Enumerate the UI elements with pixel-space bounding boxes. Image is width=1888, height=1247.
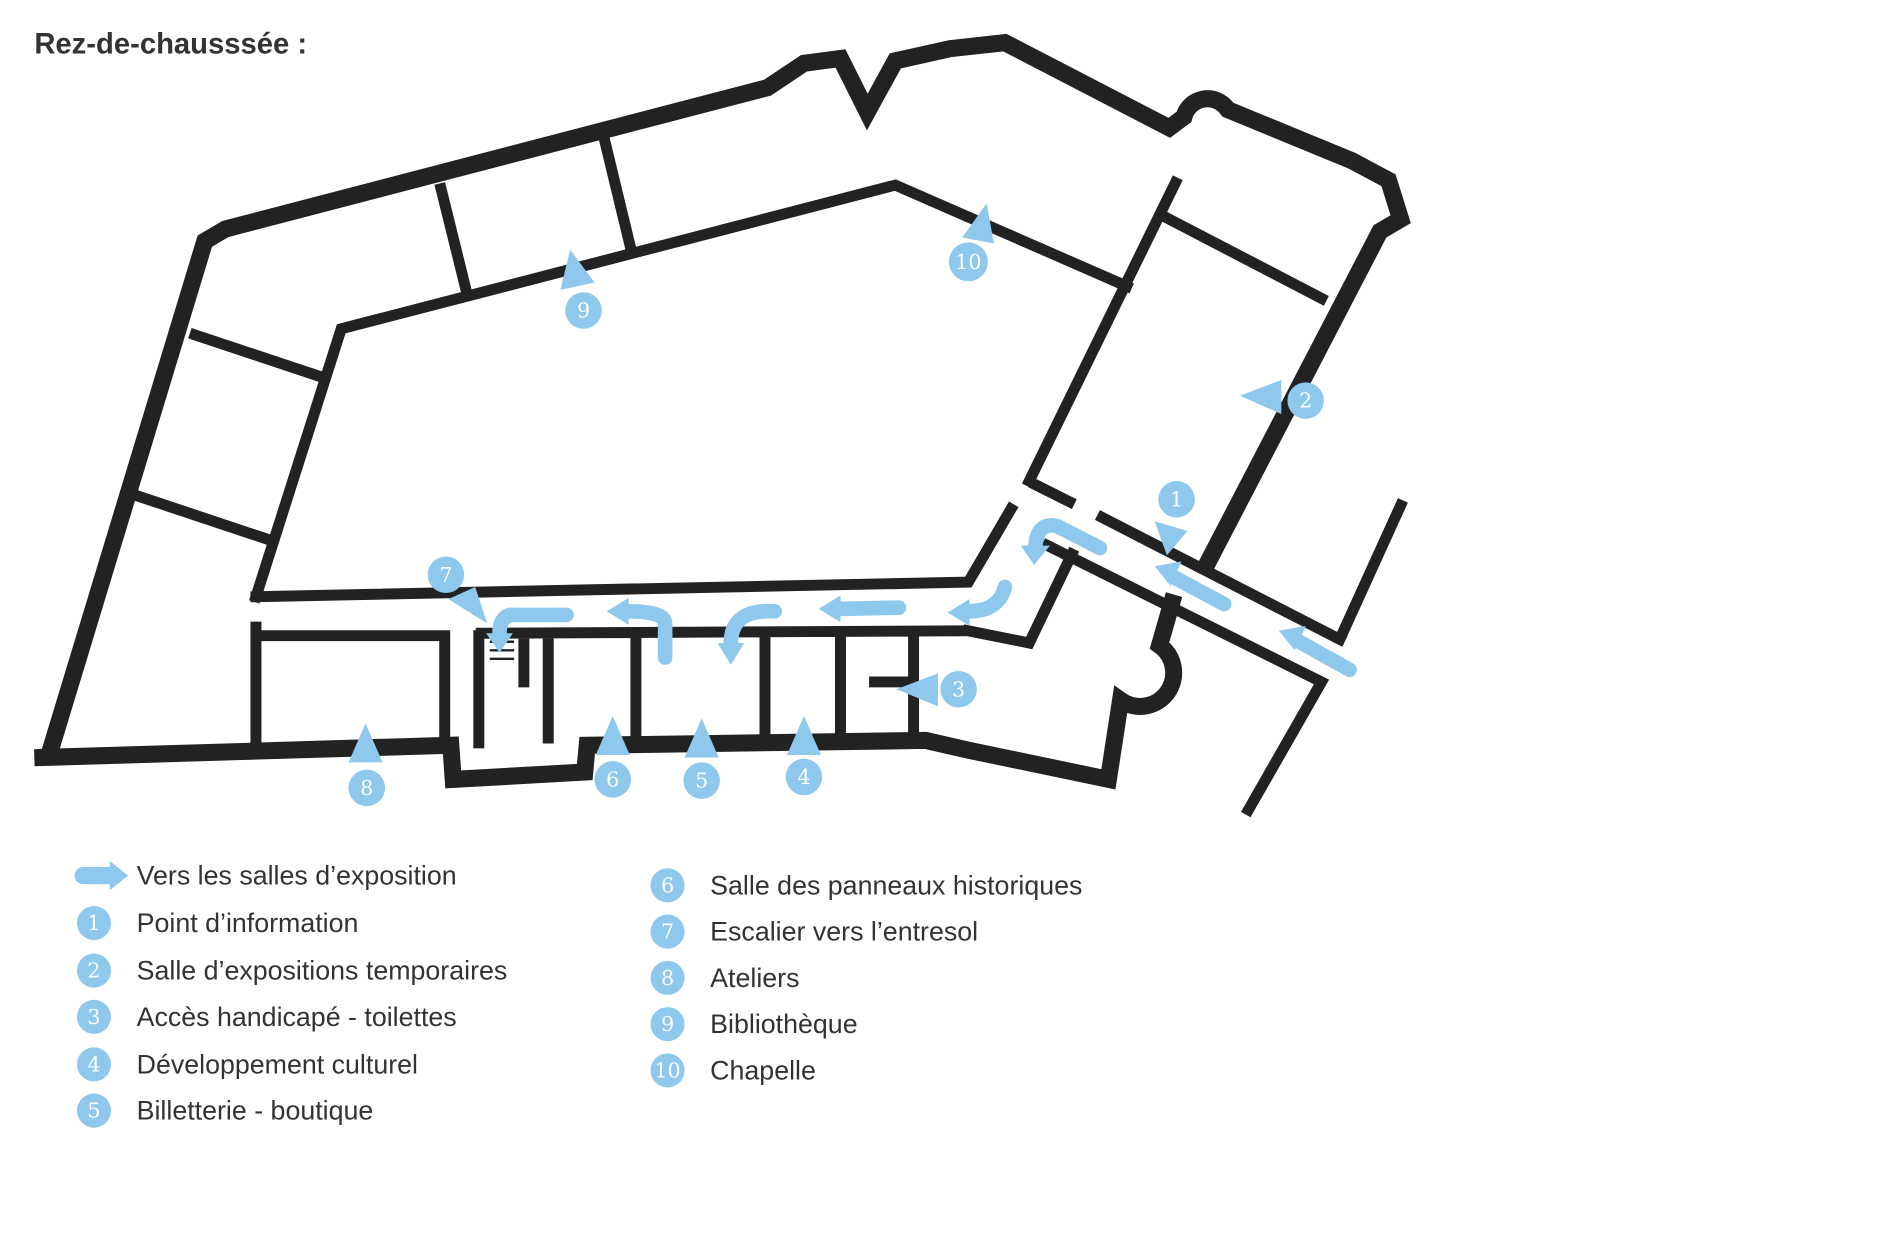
- flow-arrow-head: [1154, 561, 1182, 586]
- marker-1[interactable]: 1: [1154, 481, 1195, 556]
- flow-arrow-head: [606, 597, 629, 625]
- flow-arrow: [1289, 633, 1357, 678]
- svg-text:5: 5: [695, 769, 708, 793]
- legend: Vers les salles d’exposition 1 Point d’in…: [74, 860, 1082, 1128]
- svg-text:Billetterie - boutique: Billetterie - boutique: [137, 1096, 374, 1126]
- svg-text:Point d’information: Point d’information: [137, 908, 359, 938]
- svg-text:4: 4: [87, 1052, 100, 1076]
- legend-item-2: 2 Salle d’expositions temporaires: [76, 953, 508, 988]
- outer-wall: [38, 33, 1411, 766]
- flow-arrow: [830, 600, 907, 617]
- building-walls: [34, 33, 1411, 818]
- flow-arrow-head: [947, 599, 970, 626]
- svg-text:Salle d’expositions temporaire: Salle d’expositions temporaires: [137, 956, 508, 986]
- marker-8[interactable]: 8: [348, 723, 386, 807]
- legend-label: Vers les salles d’exposition: [137, 861, 457, 891]
- marker-3[interactable]: 3: [896, 670, 977, 708]
- page-title: Rez-de-chausssée :: [34, 29, 307, 61]
- visitor-flow-arrows: [486, 518, 1357, 678]
- legend-item-1: 1 Point d’information: [76, 906, 359, 941]
- south-wall: [34, 592, 1183, 790]
- svg-text:3: 3: [952, 677, 965, 701]
- flow-arrow: [1164, 568, 1232, 612]
- room-dividers: [133, 137, 1408, 818]
- svg-text:8: 8: [360, 776, 373, 800]
- legend-item-7: 7 Escalier vers l’entresol: [650, 914, 978, 949]
- svg-text:10: 10: [955, 250, 981, 274]
- svg-text:Escalier vers l’entresol: Escalier vers l’entresol: [710, 917, 978, 947]
- flow-arrow: [961, 579, 1013, 619]
- flow-arrow-head: [1020, 545, 1050, 566]
- svg-text:7: 7: [439, 563, 452, 587]
- svg-text:3: 3: [87, 1005, 100, 1029]
- map-markers: 1 2 3 4 5 6 7 8 9 10: [348, 203, 1324, 807]
- svg-text:9: 9: [661, 1012, 674, 1036]
- legend-item-9: 9 Bibliothèque: [650, 1007, 858, 1042]
- svg-text:7: 7: [661, 920, 674, 944]
- svg-text:10: 10: [654, 1058, 680, 1082]
- svg-text:4: 4: [797, 765, 810, 789]
- flow-arrow-head: [717, 642, 745, 665]
- flow-arrow: [1028, 518, 1108, 556]
- marker-4[interactable]: 4: [785, 716, 823, 796]
- marker-5[interactable]: 5: [683, 718, 720, 799]
- svg-text:Développement culturel: Développement culturel: [137, 1049, 418, 1079]
- flow-arrow-head: [486, 633, 513, 653]
- legend-item-4: 4 Développement culturel: [76, 1047, 418, 1082]
- flow-arrow-head: [818, 595, 841, 623]
- svg-text:2: 2: [87, 959, 100, 983]
- svg-text:9: 9: [577, 299, 590, 323]
- svg-text:8: 8: [661, 966, 674, 990]
- marker-2[interactable]: 2: [1239, 379, 1324, 419]
- arrow-icon-head: [109, 860, 129, 891]
- svg-text:2: 2: [1299, 389, 1312, 413]
- svg-text:6: 6: [606, 767, 619, 791]
- marker-7[interactable]: 7: [427, 556, 488, 624]
- legend-item-8: 8 Ateliers: [650, 960, 800, 995]
- legend-item-10: 10 Chapelle: [650, 1053, 816, 1088]
- svg-text:5: 5: [87, 1099, 100, 1123]
- svg-text:Accès handicapé - toilettes: Accès handicapé - toilettes: [137, 1002, 457, 1032]
- marker-6[interactable]: 6: [594, 716, 632, 798]
- svg-text:6: 6: [661, 873, 674, 897]
- legend-item-3: 3 Accès handicapé - toilettes: [76, 999, 457, 1034]
- svg-text:1: 1: [1170, 487, 1183, 511]
- marker-10[interactable]: 10: [948, 203, 994, 282]
- legend-arrow-row: Vers les salles d’exposition: [74, 860, 457, 891]
- svg-text:Chapelle: Chapelle: [710, 1055, 816, 1085]
- svg-text:Bibliothèque: Bibliothèque: [710, 1009, 857, 1039]
- legend-item-5: 5 Billetterie - boutique: [76, 1093, 374, 1128]
- svg-text:1: 1: [87, 911, 100, 935]
- flow-arrow: [492, 607, 574, 641]
- marker-9[interactable]: 9: [560, 249, 602, 329]
- svg-text:Salle des panneaux historiques: Salle des panneaux historiques: [710, 870, 1082, 900]
- svg-text:Ateliers: Ateliers: [710, 963, 799, 993]
- legend-item-6: 6 Salle des panneaux historiques: [650, 868, 1082, 903]
- courtyard-wall: [249, 175, 1183, 604]
- flow-arrow-head: [1278, 625, 1306, 651]
- flow-arrow: [620, 604, 673, 665]
- flow-arrow: [723, 603, 783, 651]
